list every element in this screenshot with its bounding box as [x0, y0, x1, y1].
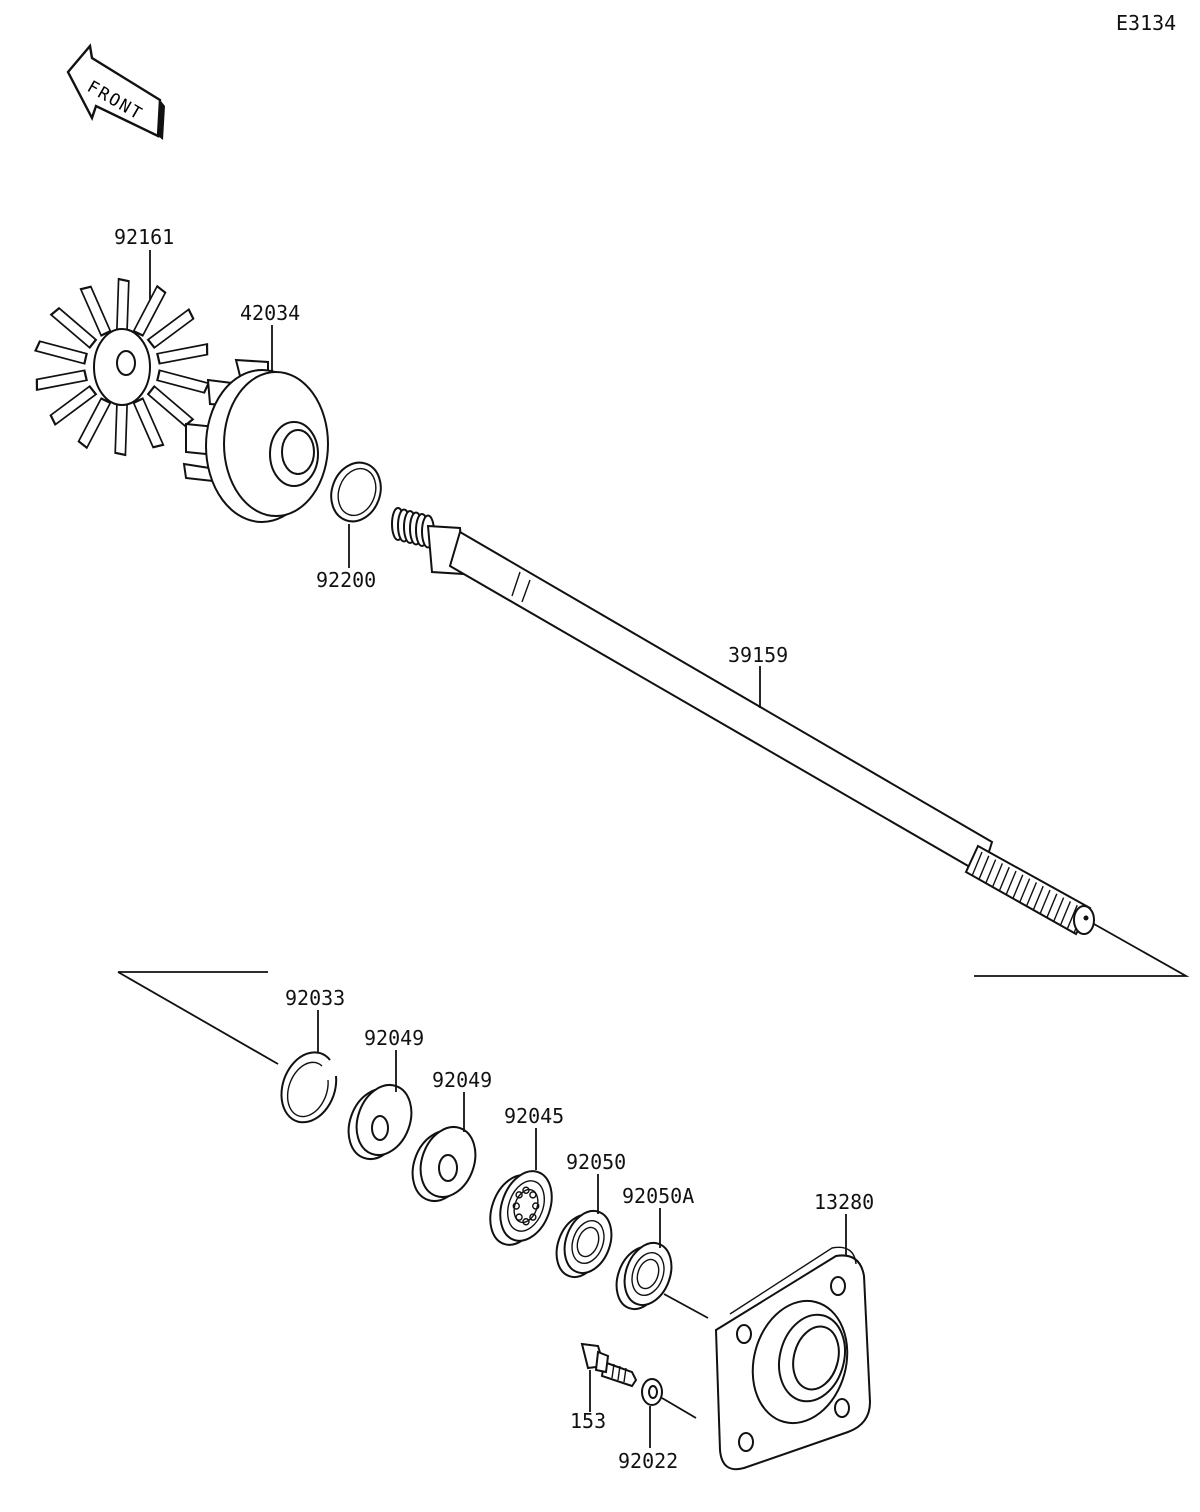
oil-seal-a-part [615, 1242, 673, 1310]
diagram-code: E3134 [1116, 11, 1176, 35]
circlip-part [280, 1051, 338, 1124]
label-92161: 92161 [114, 225, 174, 249]
drive-shaft-part [391, 507, 1095, 936]
bolt-part [580, 1342, 638, 1388]
oil-seal-part [555, 1210, 613, 1278]
label-39159: 39159 [728, 643, 788, 667]
spacer-1-part [347, 1084, 413, 1160]
label-92050: 92050 [566, 1150, 626, 1174]
label-92045: 92045 [504, 1104, 564, 1128]
spacer-2-part [411, 1126, 477, 1202]
label-92033: 92033 [285, 986, 345, 1010]
shaft-washer-part [330, 461, 382, 523]
bearing-holder-part [714, 1246, 872, 1471]
axis-guide-seal-to-holder [663, 1293, 709, 1319]
label-13280: 13280 [814, 1190, 874, 1214]
label-153: 153 [570, 1409, 606, 1433]
label-42034: 42034 [240, 301, 300, 325]
label-92049-2: 92049 [432, 1068, 492, 1092]
label-92050A: 92050A [622, 1184, 694, 1208]
impeller-part [182, 358, 329, 523]
front-arrow-icon: FRONT [66, 43, 165, 140]
bearing-part [489, 1170, 553, 1246]
washer-part [641, 1378, 663, 1406]
axis-guide-washer [661, 1397, 697, 1419]
label-92049-1: 92049 [364, 1026, 424, 1050]
axis-guide-right [974, 923, 1190, 977]
impeller-fan-part [34, 277, 210, 457]
label-92022: 92022 [618, 1449, 678, 1473]
label-92200: 92200 [316, 568, 376, 592]
axis-guide-left-diag [117, 971, 279, 1065]
